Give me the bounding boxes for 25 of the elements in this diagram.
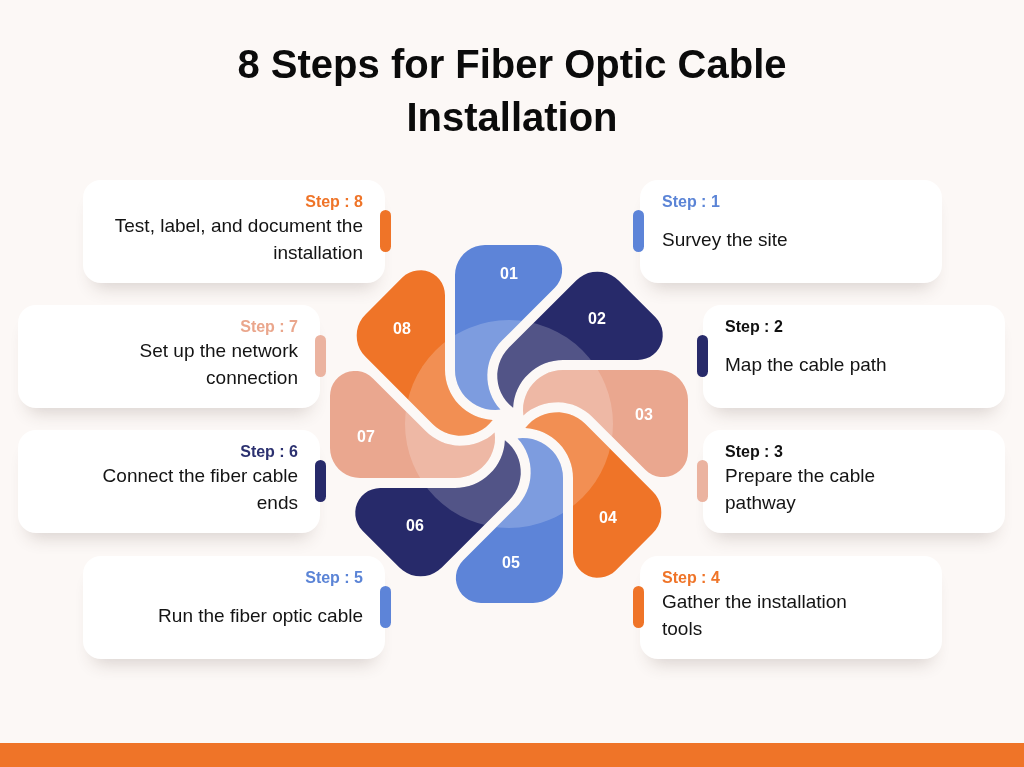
step-number: 03 — [635, 406, 653, 424]
step-label: Step : 5 — [305, 568, 363, 588]
step-description: Gather the installation tools — [662, 590, 848, 641]
step-description: Run the fiber optic cable — [158, 603, 363, 628]
step-description: Test, label, and document the installation — [113, 214, 363, 265]
step-label: Step : 1 — [662, 192, 720, 212]
step-description: Set up the network connection — [138, 339, 298, 390]
title: 8 Steps for Fiber Optic Cable Installation — [236, 41, 788, 141]
step-number: 05 — [502, 554, 520, 572]
step-number: 01 — [500, 265, 518, 283]
step-description: Prepare the cable pathway — [725, 464, 876, 515]
step-number: 07 — [357, 428, 375, 446]
step-description: Survey the site — [662, 227, 788, 252]
step-label: Step : 7 — [240, 317, 298, 337]
step-label: Step : 8 — [305, 192, 363, 212]
step-number: 08 — [393, 320, 411, 338]
step-number: 06 — [406, 517, 424, 535]
step-description: Connect the fiber cable ends — [101, 464, 298, 515]
step-number: 04 — [599, 509, 617, 527]
step-number: 02 — [588, 310, 606, 328]
step-label: Step : 2 — [725, 317, 783, 337]
step-label: Step : 4 — [662, 568, 720, 588]
step-label: Step : 3 — [725, 442, 783, 462]
step-label: Step : 6 — [240, 442, 298, 462]
step-description: Map the cable path — [725, 352, 887, 377]
